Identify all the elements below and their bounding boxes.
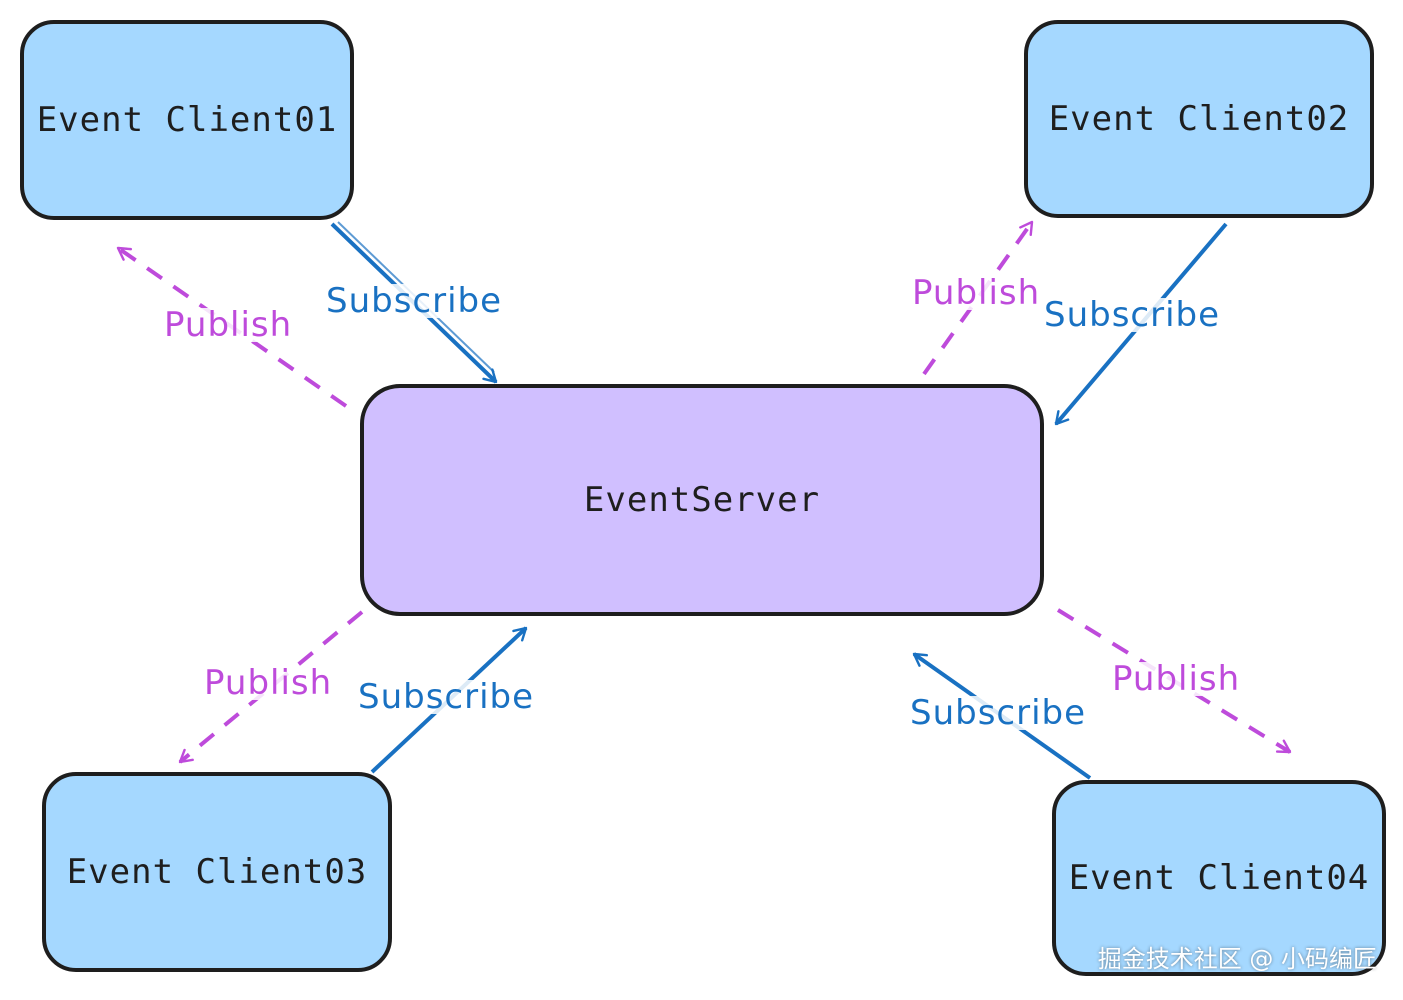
subscribe-label-client03: Subscribe: [356, 677, 537, 717]
subscribe-label-client01: Subscribe: [324, 281, 505, 321]
event-client04-label: Event Client04: [1068, 858, 1370, 898]
event-client03-label: Event Client03: [66, 852, 368, 892]
event-client01-node: Event Client01: [20, 20, 354, 220]
publish-edge-client03: [178, 610, 364, 764]
watermark: 掘金技术社区 @ 小码编匠: [1097, 945, 1377, 973]
event-client02-node: Event Client02: [1024, 20, 1374, 218]
event-client02-label: Event Client02: [1048, 99, 1350, 139]
event-client04-node: Event Client04: [1052, 780, 1386, 976]
publish-label-client04: Publish: [1110, 659, 1243, 699]
publish-label-client01: Publish: [162, 305, 295, 345]
event-server-label: EventServer: [583, 480, 821, 520]
event-server-node: EventServer: [360, 384, 1044, 616]
subscribe-label-client04: Subscribe: [908, 693, 1089, 733]
subscribe-label-client02: Subscribe: [1042, 295, 1223, 335]
event-client03-node: Event Client03: [42, 772, 392, 972]
event-client01-label: Event Client01: [36, 100, 338, 140]
publish-label-client03: Publish: [202, 663, 335, 703]
publish-label-client02: Publish: [910, 273, 1043, 313]
